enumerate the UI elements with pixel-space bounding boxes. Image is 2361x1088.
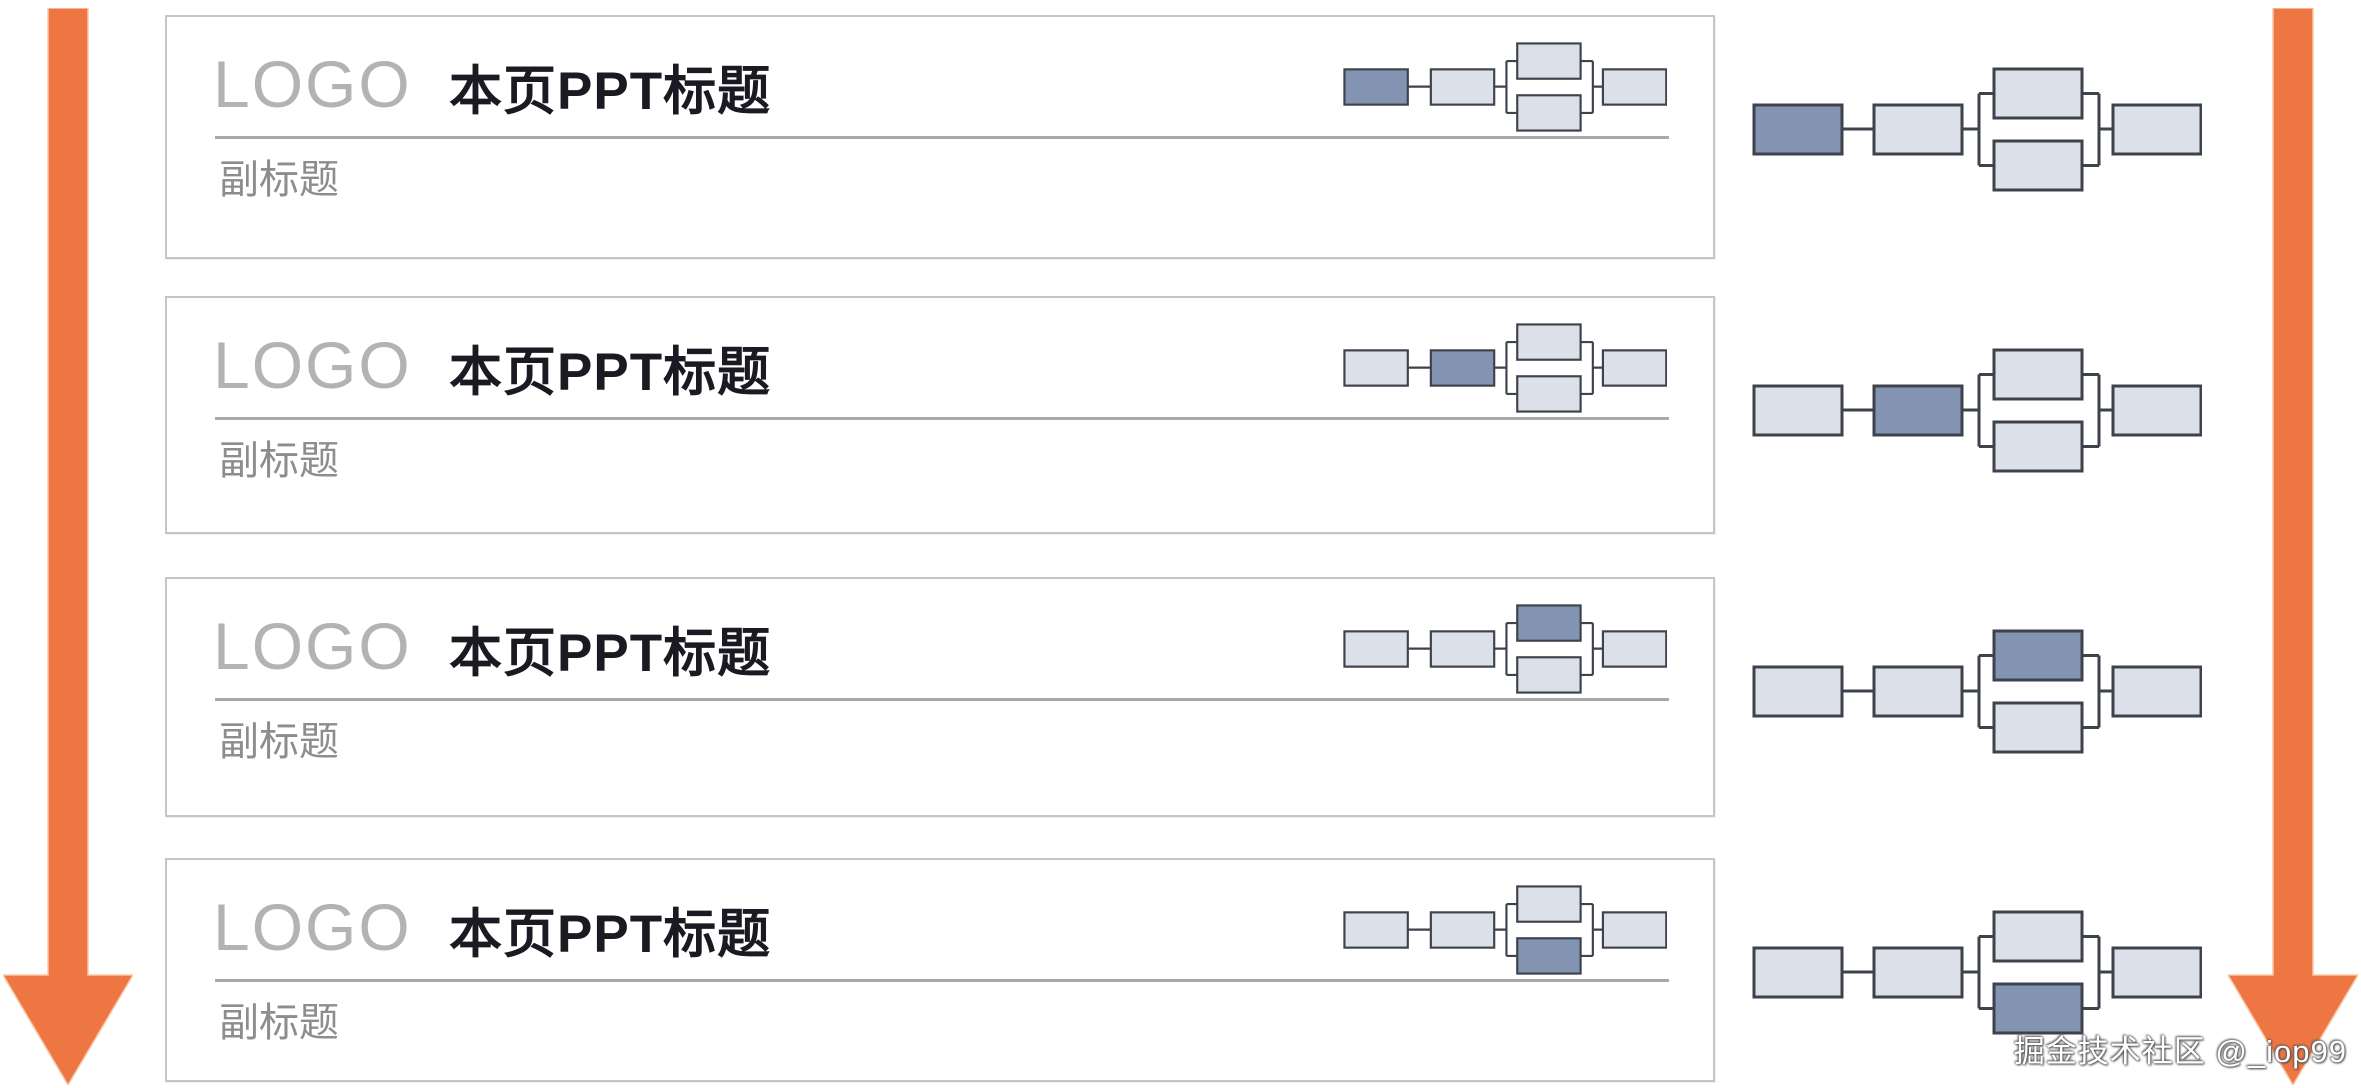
flow-box-3-bottom (1516, 656, 1582, 694)
flowchart-diagram (1752, 348, 2202, 473)
flow-box-3-top (1516, 885, 1582, 923)
flow-box-1 (1752, 384, 1844, 437)
flow-box-2 (1872, 946, 1964, 999)
flow-box-3-bottom (1516, 375, 1582, 413)
flow-box-4 (1601, 630, 1667, 668)
flowchart-small (1343, 42, 1667, 132)
flow-connectors (1842, 654, 2113, 729)
flow-connectors (1407, 903, 1603, 957)
slide-panel: LOGO 本页PPT标题 副标题 (165, 858, 1715, 1082)
flow-box-1 (1343, 911, 1409, 949)
flow-box-3-top (1992, 910, 2084, 963)
slide-panel: LOGO 本页PPT标题 副标题 (165, 15, 1715, 259)
flow-box-4 (2111, 384, 2202, 437)
flow-box-3-bottom (1992, 139, 2084, 192)
slide-subtitle: 副标题 (219, 1001, 339, 1045)
flow-box-4 (1601, 349, 1667, 387)
down-arrow-right-icon (2228, 8, 2358, 1085)
flow-box-3-top (1992, 629, 2084, 682)
flow-box-1 (1343, 68, 1409, 106)
flow-box-3-top (1992, 348, 2084, 401)
flowchart-large (1752, 67, 2202, 192)
slide-subtitle: 副标题 (219, 439, 339, 483)
flow-box-2 (1429, 911, 1496, 949)
slide-subtitle: 副标题 (219, 158, 339, 202)
flowchart-diagram (1343, 604, 1667, 694)
flow-box-2 (1872, 665, 1964, 718)
flow-box-3-bottom (1992, 420, 2084, 473)
ppt-slide-row-2: LOGO 本页PPT标题 副标题 (0, 296, 2361, 534)
flowchart-large (1752, 910, 2202, 1035)
slide-subtitle: 副标题 (219, 720, 339, 764)
flow-box-3-bottom (1516, 94, 1582, 132)
flow-connectors (1842, 935, 2113, 1010)
down-arrow-left-icon (3, 8, 133, 1085)
flowchart-large (1752, 348, 2202, 473)
slide-title: 本页PPT标题 (449, 905, 772, 964)
flow-box-1 (1343, 630, 1409, 668)
ppt-slide-row-4: LOGO 本页PPT标题 副标题 (0, 858, 2361, 1082)
flow-box-1 (1752, 103, 1844, 156)
flow-box-3-bottom (1992, 701, 2084, 754)
flow-box-4 (2111, 665, 2202, 718)
flow-connectors (1842, 92, 2113, 167)
flow-box-3-bottom (1992, 982, 2084, 1035)
flow-box-4 (2111, 103, 2202, 156)
ppt-slide-row-3: LOGO 本页PPT标题 副标题 (0, 577, 2361, 817)
flowchart-diagram (1752, 629, 2202, 754)
flow-box-4 (2111, 946, 2202, 999)
flow-connectors (1407, 341, 1603, 395)
flow-box-4 (1601, 68, 1667, 106)
title-underline (215, 417, 1669, 420)
ppt-slide-row-1: LOGO 本页PPT标题 副标题 (0, 15, 2361, 259)
title-underline (215, 136, 1669, 139)
slide-title: 本页PPT标题 (449, 62, 772, 121)
flowchart-small (1343, 885, 1667, 975)
flow-box-3-top (1516, 604, 1582, 642)
flow-box-3-top (1516, 323, 1582, 361)
slide-title: 本页PPT标题 (449, 624, 772, 683)
slide-title: 本页PPT标题 (449, 343, 772, 402)
flow-connectors (1842, 373, 2113, 448)
flowchart-diagram (1752, 67, 2202, 192)
flowchart-small (1343, 323, 1667, 413)
flowchart-diagram (1343, 885, 1667, 975)
flowchart-diagram (1752, 910, 2202, 1035)
flow-box-2 (1429, 349, 1496, 387)
flow-box-2 (1429, 630, 1496, 668)
title-underline (215, 698, 1669, 701)
flow-box-4 (1601, 911, 1667, 949)
logo-placeholder: LOGO (213, 890, 412, 964)
flowchart-large (1752, 629, 2202, 754)
flowchart-diagram (1343, 323, 1667, 413)
logo-placeholder: LOGO (213, 609, 412, 683)
flow-box-1 (1752, 946, 1844, 999)
flow-box-2 (1872, 384, 1964, 437)
slide-panel: LOGO 本页PPT标题 副标题 (165, 577, 1715, 817)
slide-panel: LOGO 本页PPT标题 副标题 (165, 296, 1715, 534)
logo-placeholder: LOGO (213, 328, 412, 402)
flowchart-small (1343, 604, 1667, 694)
logo-placeholder: LOGO (213, 47, 412, 121)
flow-box-1 (1752, 665, 1844, 718)
flow-box-3-top (1992, 67, 2084, 120)
flowchart-diagram (1343, 42, 1667, 132)
flow-connectors (1407, 622, 1603, 676)
flow-connectors (1407, 60, 1603, 114)
flow-box-3-bottom (1516, 937, 1582, 975)
flow-box-2 (1872, 103, 1964, 156)
watermark: 掘金技术社区 @_iop99 (2013, 1034, 2347, 1069)
flow-box-3-top (1516, 42, 1582, 80)
flow-box-2 (1429, 68, 1496, 106)
title-underline (215, 979, 1669, 982)
flow-box-1 (1343, 349, 1409, 387)
